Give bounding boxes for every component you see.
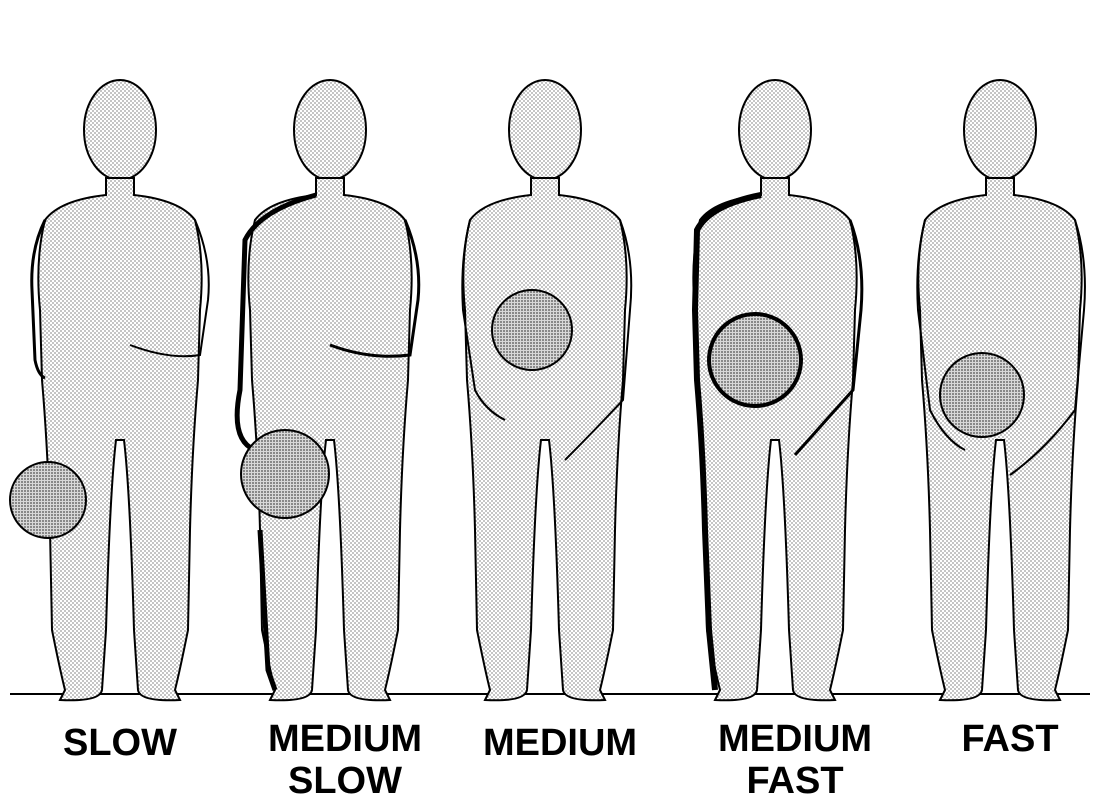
figure-slow <box>10 80 209 700</box>
bowling-ball-icon <box>709 314 801 406</box>
bowling-ball-icon <box>492 290 572 370</box>
figure-medium-slow <box>237 80 419 700</box>
label-medium: MEDIUM <box>470 722 650 764</box>
figure-medium <box>462 80 631 700</box>
bowling-ball-icon <box>940 353 1024 437</box>
figure-medium-fast <box>693 80 862 700</box>
bowling-ball-icon <box>241 430 329 518</box>
figure-fast <box>917 80 1085 700</box>
label-medium-fast: MEDIUM FAST <box>705 718 885 802</box>
label-fast: FAST <box>950 718 1070 760</box>
label-slow: SLOW <box>40 722 200 764</box>
label-medium-slow: MEDIUM SLOW <box>255 718 435 802</box>
bowling-ball-icon <box>10 462 86 538</box>
